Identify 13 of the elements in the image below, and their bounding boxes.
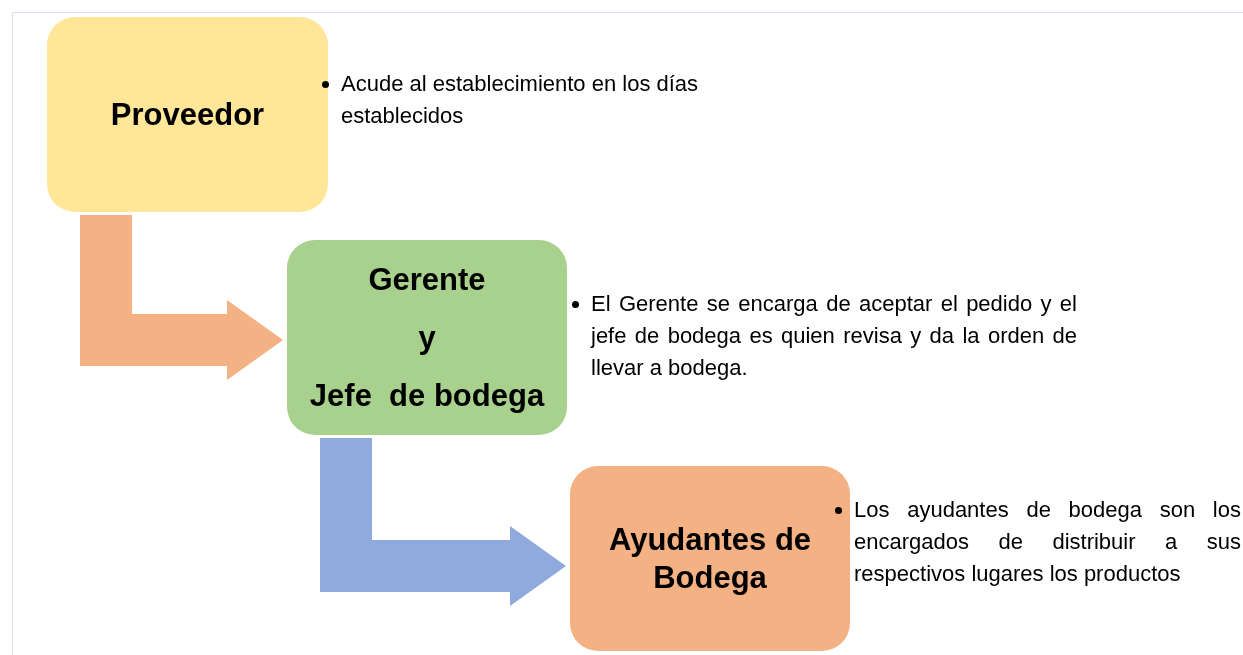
- bent-arrow: [320, 438, 566, 606]
- role-title: Ayudantes de Bodega: [607, 520, 813, 597]
- role-box: [47, 17, 328, 212]
- role-title: Jefe de bodega: [308, 376, 546, 415]
- role-title: Proveedor: [109, 95, 266, 134]
- role-box: [570, 466, 850, 651]
- role-title: Gerente: [367, 260, 487, 299]
- bullet-text: Los ayudantes de bodega son los encargados de distribuir a sus respectivos lugares los productos: [854, 496, 1241, 588]
- bullet-text: El Gerente se encarga de aceptar el pedido y el jefe de bodega es quien revisa y da la orden de llevar a bodega.: [591, 290, 1077, 382]
- bullet-text: Acude al establecimiento en los días establecidos: [341, 70, 700, 130]
- role-title: y: [417, 318, 437, 357]
- role-box: [287, 240, 567, 435]
- bent-arrow: [80, 215, 283, 380]
